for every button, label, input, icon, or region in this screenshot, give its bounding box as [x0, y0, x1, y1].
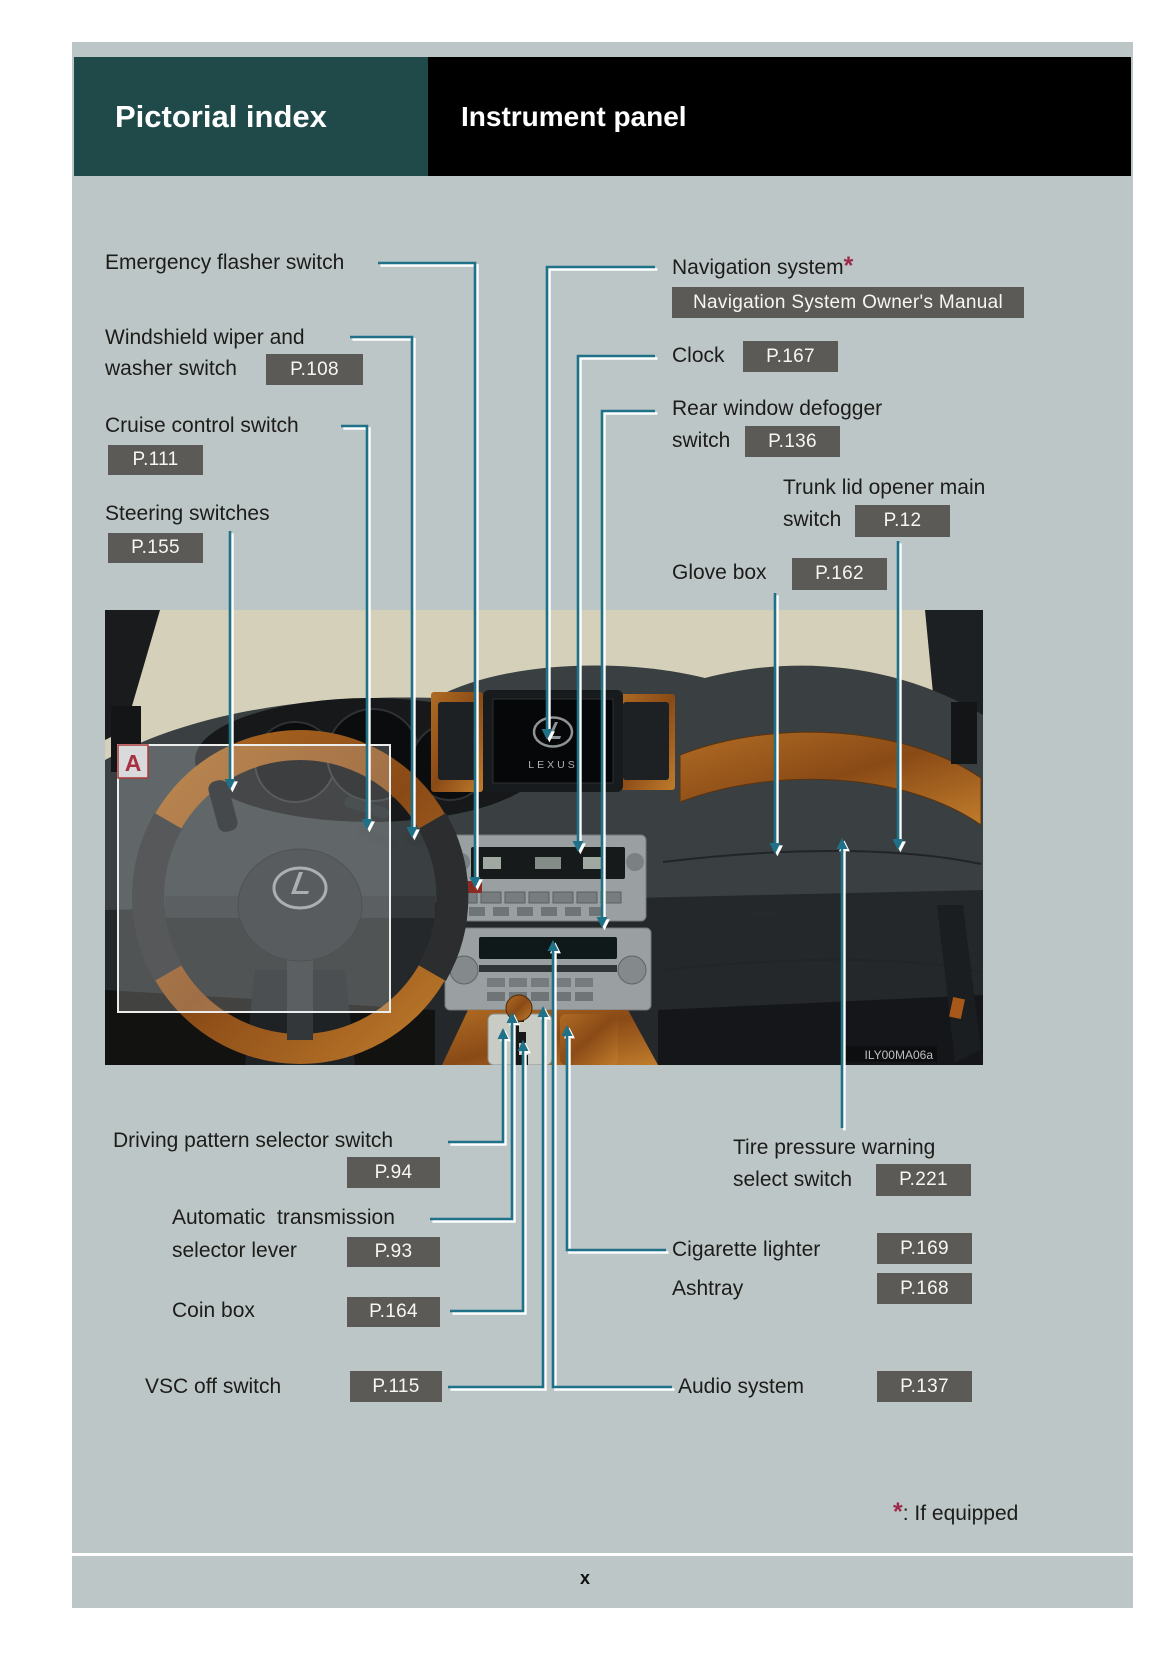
label-defogger-line1: Rear window defogger: [672, 397, 883, 420]
navigation-asterisk: *: [843, 252, 854, 280]
label-trunk-line1: Trunk lid opener main: [783, 476, 986, 499]
label-cigarette: Cigarette lighter: [672, 1238, 821, 1261]
label-at-line1: Automatic transmission: [172, 1206, 395, 1229]
page-title: Instrument panel: [428, 57, 1131, 176]
label-audio: Audio system: [678, 1375, 805, 1398]
label-steering: Steering switches: [105, 502, 270, 525]
page-ref-cigarette: P.169: [877, 1233, 972, 1264]
section-header: Pictorial index: [74, 57, 428, 176]
page-ref-coin-box: P.164: [347, 1297, 440, 1327]
footnote-text: : If equipped: [902, 1502, 1019, 1525]
page-ref-at: P.93: [347, 1237, 440, 1267]
label-tire-line1: Tire pressure warning: [733, 1136, 936, 1159]
label-navigation-text: Navigation system: [672, 256, 844, 279]
label-navigation: Navigation system*: [672, 253, 853, 281]
footnote: *: If equipped: [893, 1498, 1018, 1527]
page-ref-vsc: P.115: [350, 1371, 442, 1402]
page-ref-wiper: P.108: [266, 354, 363, 385]
page-ref-audio: P.137: [877, 1371, 972, 1402]
label-glove: Glove box: [672, 561, 767, 584]
page-ref-defogger: P.136: [745, 426, 840, 457]
label-defogger-line2: switch: [672, 429, 731, 452]
label-clock: Clock: [672, 344, 725, 367]
page-ref-glove: P.162: [792, 558, 887, 590]
label-emergency-flasher: Emergency flasher switch: [105, 251, 345, 274]
page-ref-driving-pattern: P.94: [347, 1157, 440, 1188]
label-ashtray: Ashtray: [672, 1277, 744, 1300]
page-ref-ashtray: P.168: [877, 1273, 972, 1304]
page-ref-steering: P.155: [108, 533, 203, 563]
footer-rule: [72, 1553, 1133, 1556]
label-coin-box: Coin box: [172, 1299, 255, 1322]
label-vsc: VSC off switch: [145, 1375, 282, 1398]
label-tire-line2: select switch: [733, 1168, 853, 1191]
label-cruise: Cruise control switch: [105, 414, 299, 437]
label-wiper-line2: washer switch: [105, 357, 237, 380]
label-wiper-line1: Windshield wiper and: [105, 326, 305, 349]
label-driving-pattern: Driving pattern selector switch: [113, 1129, 394, 1152]
page-number: x: [579, 1568, 590, 1588]
page-ref-tire: P.221: [876, 1164, 971, 1196]
label-trunk-line2: switch: [783, 508, 842, 531]
label-at-line2: selector lever: [172, 1239, 297, 1262]
page-ref-clock: P.167: [743, 341, 838, 372]
page-ref-trunk: P.12: [855, 505, 950, 537]
page-ref-navigation: Navigation System Owner's Manual: [672, 287, 1024, 318]
footnote-asterisk: *: [893, 1498, 903, 1526]
page-ref-cruise: P.111: [108, 445, 203, 475]
